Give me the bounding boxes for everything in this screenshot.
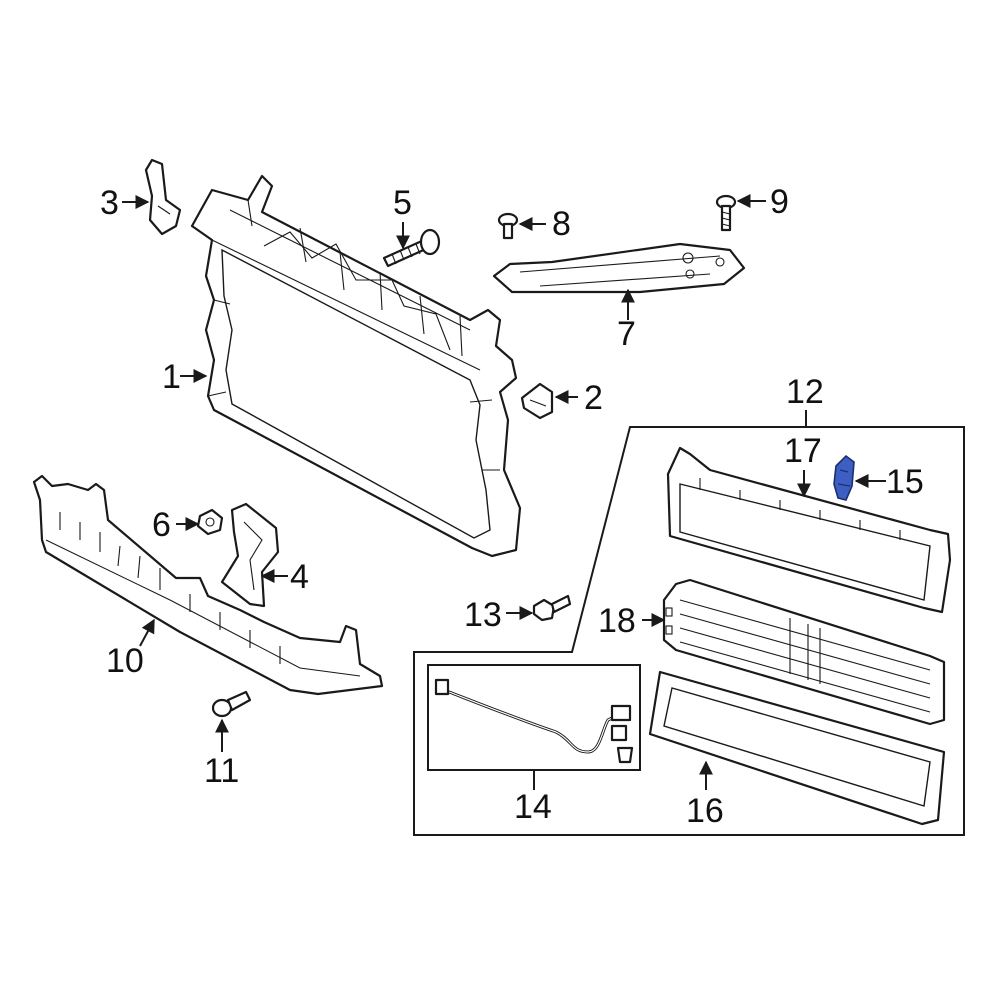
radiator-support-part[interactable] bbox=[190, 174, 522, 558]
harness-box-14 bbox=[427, 664, 641, 771]
callout-3: 3 bbox=[100, 184, 119, 222]
callout-8: 8 bbox=[552, 205, 571, 243]
highlighted-part-15[interactable] bbox=[833, 454, 855, 501]
callout-1: 1 bbox=[162, 358, 181, 396]
bolt-part-5[interactable] bbox=[382, 228, 441, 268]
lower-frame-part-16[interactable] bbox=[648, 670, 946, 826]
shutter-frame-part-17[interactable] bbox=[666, 446, 952, 614]
callout-10: 10 bbox=[106, 642, 144, 680]
lower-support-part-10[interactable] bbox=[32, 474, 384, 696]
callout-18: 18 bbox=[598, 602, 636, 640]
grille-shutter-part-18[interactable] bbox=[662, 578, 946, 726]
wiring-harness-part-14[interactable] bbox=[434, 678, 634, 764]
leader-lines bbox=[122, 194, 886, 790]
callout-5: 5 bbox=[393, 184, 412, 222]
callout-14: 14 bbox=[514, 788, 552, 826]
actuator-part-15[interactable] bbox=[833, 454, 855, 501]
callout-17: 17 bbox=[784, 432, 822, 470]
callout-7: 7 bbox=[617, 315, 636, 353]
callout-11: 11 bbox=[204, 752, 239, 790]
callout-12: 12 bbox=[786, 373, 824, 411]
assembly-box-12 bbox=[413, 426, 965, 836]
bolt-part-9[interactable] bbox=[715, 194, 737, 232]
bolt-part-11[interactable] bbox=[211, 690, 252, 718]
clip-part-2[interactable] bbox=[520, 382, 554, 420]
callout-2: 2 bbox=[584, 379, 603, 417]
upper-tie-bar-part-7[interactable] bbox=[492, 242, 746, 294]
callout-9: 9 bbox=[770, 183, 789, 221]
nut-part-6[interactable] bbox=[196, 508, 224, 536]
callout-15: 15 bbox=[886, 463, 924, 501]
bolt-part-13[interactable] bbox=[532, 594, 572, 622]
bracket-part-3[interactable] bbox=[144, 158, 182, 236]
callout-4: 4 bbox=[290, 558, 309, 596]
screw-part-8[interactable] bbox=[497, 212, 519, 240]
callout-labels: 1 2 3 4 5 6 7 8 9 10 11 12 13 14 15 16 1… bbox=[100, 183, 924, 830]
bracket-part-4[interactable] bbox=[220, 502, 280, 608]
callout-13: 13 bbox=[464, 596, 502, 634]
callout-6: 6 bbox=[152, 506, 171, 544]
callout-16: 16 bbox=[686, 792, 724, 830]
